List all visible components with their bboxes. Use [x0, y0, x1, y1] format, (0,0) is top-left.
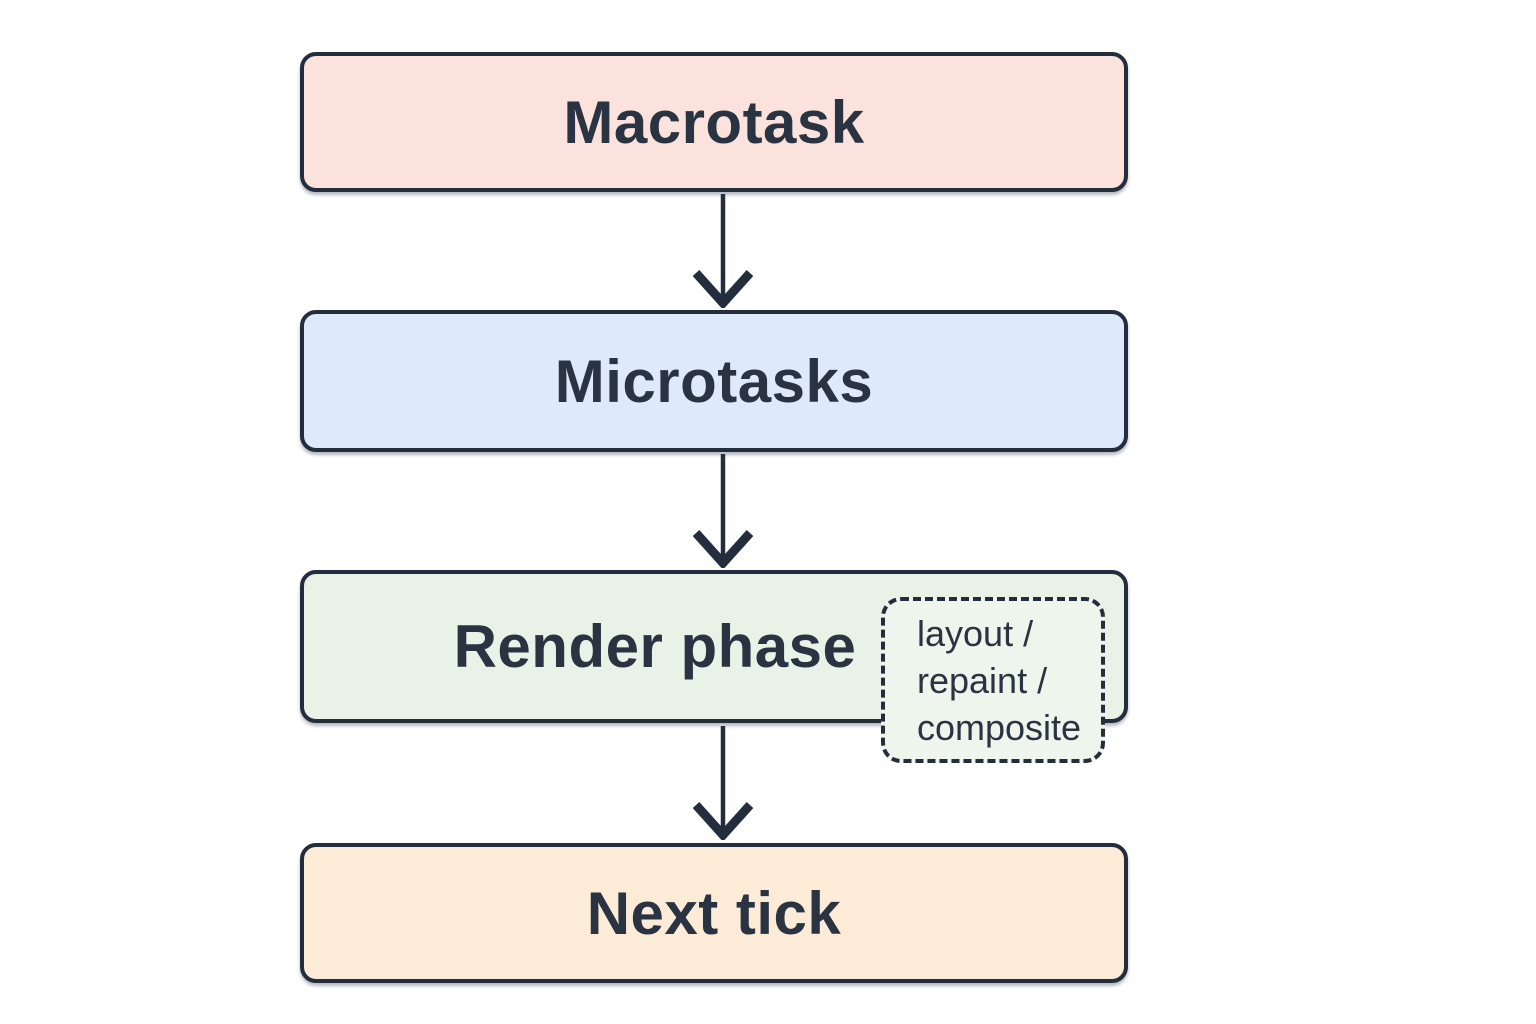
node-macrotask: Macrotask — [300, 52, 1128, 192]
node-macrotask-label: Macrotask — [563, 88, 865, 156]
node-microtasks-label: Microtasks — [554, 347, 874, 415]
arrow-down-icon — [693, 726, 753, 840]
arrow-down-icon — [693, 194, 753, 308]
node-microtasks: Microtasks — [300, 310, 1128, 452]
render-phase-annotation: layout / repaint / composite — [881, 597, 1105, 763]
render-phase-annotation-text: layout / repaint / composite — [917, 612, 1082, 748]
node-next-tick-label: Next tick — [586, 879, 842, 947]
node-next-tick: Next tick — [300, 843, 1128, 983]
node-render-phase-label: Render phase — [453, 613, 857, 680]
arrow-down-icon — [693, 454, 753, 568]
